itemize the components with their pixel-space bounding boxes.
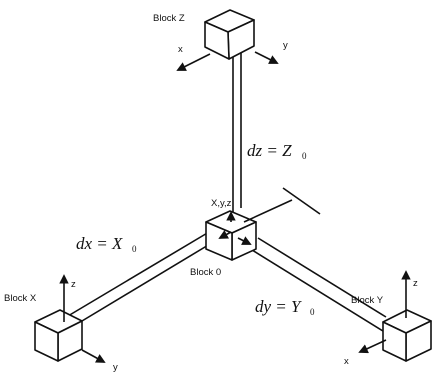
- block-0-label: Block 0: [190, 267, 221, 278]
- equation-dx: dx = X 0: [76, 234, 137, 254]
- block-x-axes: [59, 274, 106, 363]
- dx-eq: =: [92, 234, 112, 253]
- svg-text:dy = Y: dy = Y: [255, 297, 302, 316]
- dy-sub: 0: [310, 307, 315, 317]
- dy-lhs: dy: [255, 297, 272, 316]
- dz-sub: 0: [302, 151, 307, 161]
- dx-lhs: dx: [76, 234, 93, 253]
- block-x-axis-z-label: z: [71, 279, 76, 290]
- dz-var: Z: [282, 141, 292, 160]
- block-y-label: Block Y: [351, 295, 384, 306]
- dy-var: Y: [291, 297, 302, 316]
- block-y-axes: [358, 270, 411, 354]
- block-y-cube: [382, 309, 432, 362]
- block-x-label: Block X: [4, 293, 37, 304]
- equation-dy: dy = Y 0: [255, 297, 315, 317]
- block-0-axes: [218, 211, 252, 245]
- dy-eq: =: [271, 297, 291, 316]
- dz-eq: =: [262, 141, 282, 160]
- rail-x: [67, 231, 211, 328]
- block-y-axis-x-label: x: [344, 356, 349, 367]
- rail-y: [251, 237, 387, 332]
- block-z-cube: [204, 9, 255, 60]
- dx-sub: 0: [132, 244, 137, 254]
- block-z-axis-y-label: y: [283, 40, 288, 51]
- dx-var: X: [111, 234, 123, 253]
- block-z-axis-x-label: x: [178, 44, 183, 55]
- block-x-axis-y-label: y: [113, 362, 118, 373]
- svg-text:dx = X: dx = X: [76, 234, 123, 253]
- block-0-coords-label: X,y,z: [211, 198, 232, 209]
- equation-dz: dz = Z 0: [247, 141, 307, 161]
- block-z-label: Block Z: [153, 13, 185, 24]
- dz-lhs: dz: [247, 141, 263, 160]
- rail-z: [232, 50, 242, 212]
- block-z-axes: [176, 51, 279, 71]
- block-x-cube: [34, 309, 83, 362]
- block-y-axis-z-label: z: [413, 278, 418, 289]
- svg-text:dz = Z: dz = Z: [247, 141, 292, 160]
- leader-line: [243, 187, 321, 223]
